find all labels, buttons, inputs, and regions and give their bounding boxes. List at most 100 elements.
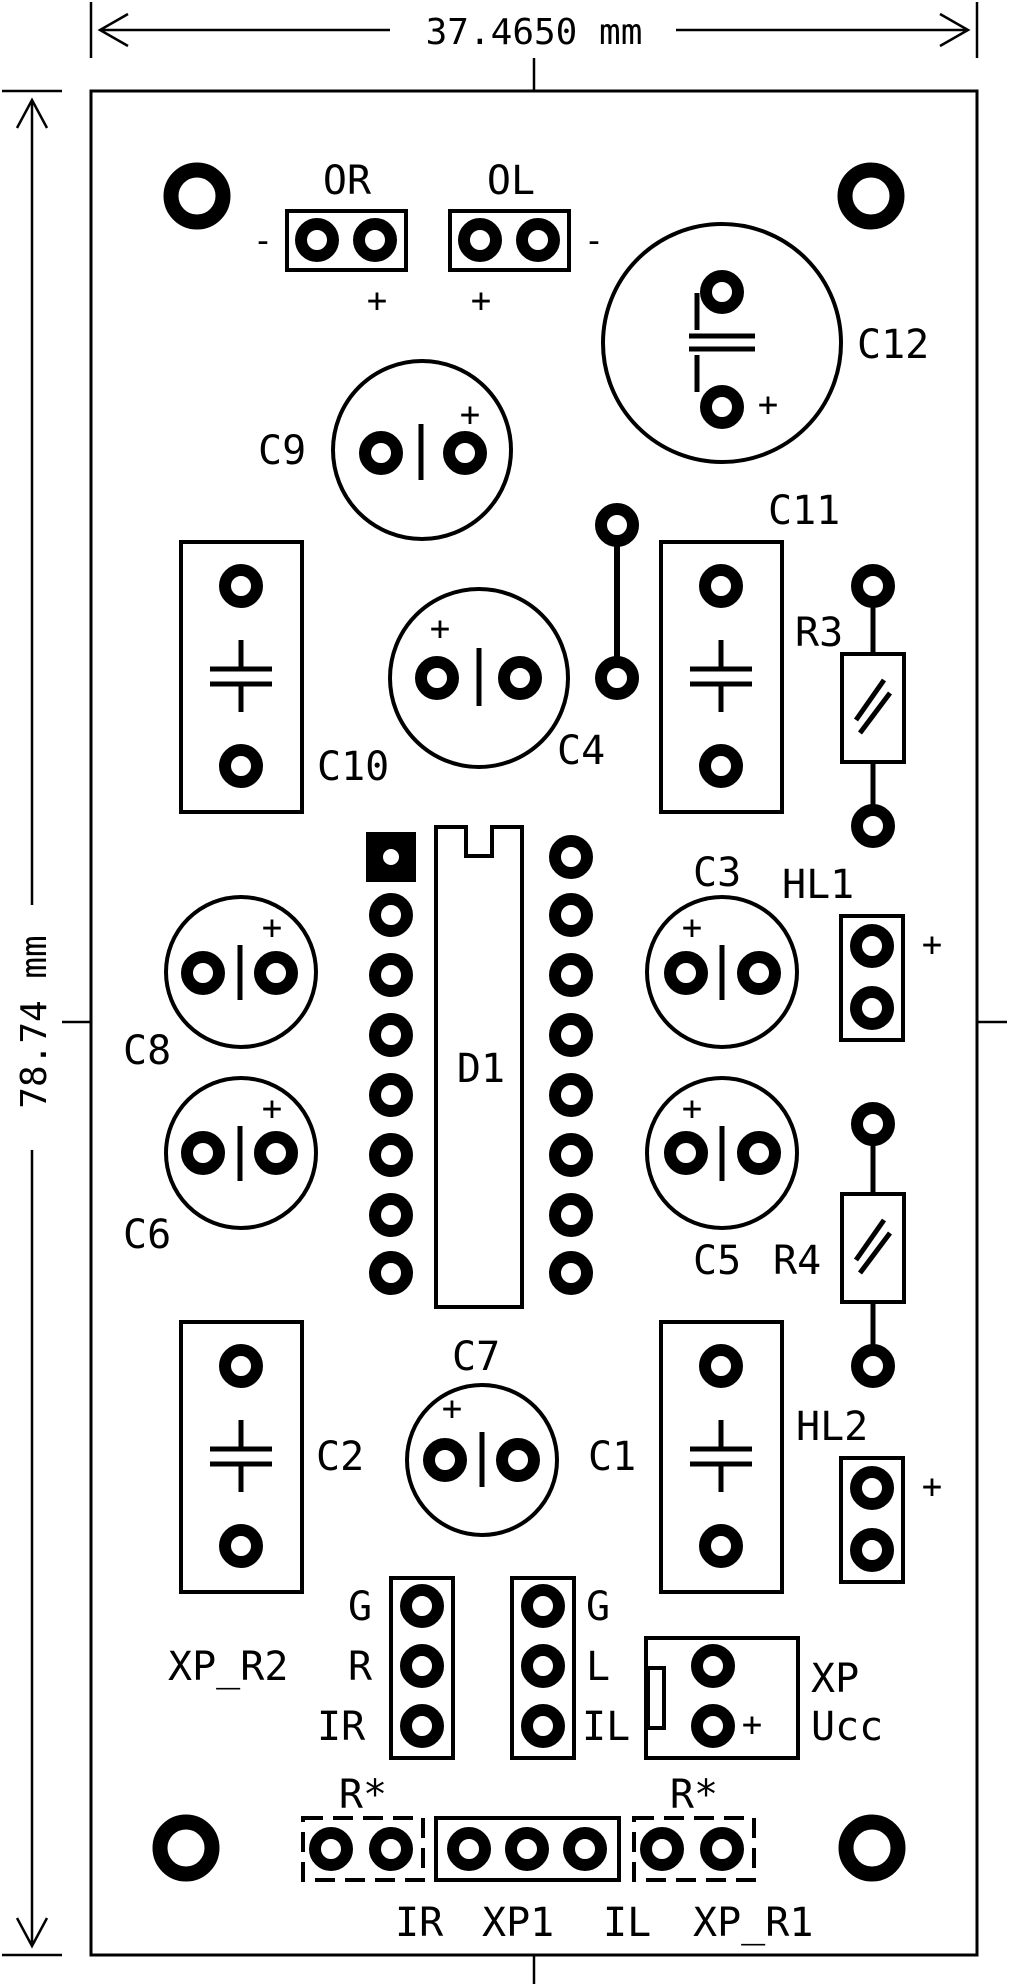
label-c1: C1 — [588, 1434, 636, 1480]
ol-minus-mark: - — [584, 221, 604, 261]
hl1-pad-2 — [850, 986, 894, 1030]
r3-pad-2 — [851, 804, 895, 848]
ol-connector-body — [448, 209, 571, 272]
r4-body — [840, 1192, 906, 1304]
c8-pad-2 — [254, 951, 298, 995]
c9-pad-1 — [359, 431, 403, 475]
xp-r2-pad-g — [400, 1584, 444, 1628]
label-xp: XP — [811, 1656, 859, 1702]
hl2-pad-2 — [850, 1528, 894, 1572]
mounting-holes — [152, 162, 906, 1882]
d1-pin-2 — [369, 893, 413, 937]
pads — [181, 218, 895, 1871]
label-xp-l-g: G — [586, 1584, 610, 1630]
c3-plus-mark: + — [682, 908, 702, 948]
xp-r2-pad-ir — [400, 1704, 444, 1748]
d1-pin-3 — [369, 953, 413, 997]
label-d1: D1 — [457, 1046, 505, 1092]
c11-body — [659, 540, 784, 814]
xp-l-pad-l — [521, 1644, 565, 1688]
c2-body — [179, 1320, 304, 1594]
c4-jumper-pad-2 — [595, 656, 639, 700]
or-connector-body — [285, 209, 408, 272]
c1-pad-1 — [699, 1344, 743, 1388]
hl2-body — [839, 1456, 905, 1584]
label-c4: C4 — [557, 728, 605, 774]
c12-plus-mark: + — [758, 385, 778, 425]
label-hl2: HL2 — [796, 1404, 868, 1450]
hl2-plus-mark: + — [922, 1467, 942, 1507]
xp-ucc-pad-1 — [691, 1644, 735, 1688]
c8-pad-1 — [181, 951, 225, 995]
or-minus-mark: - — [253, 221, 273, 261]
xp-r2-connector-body — [389, 1576, 455, 1760]
d1-pin-14 — [549, 953, 593, 997]
c10-body — [179, 540, 304, 814]
xp1-pad-3 — [563, 1827, 607, 1871]
label-c9: C9 — [258, 428, 306, 474]
width-dimension-label: 37.4650 mm — [426, 12, 643, 53]
xp1-pad-2 — [505, 1827, 549, 1871]
mounting-hole-top-right — [837, 162, 905, 230]
hl1-plus-mark: + — [922, 925, 942, 965]
c10-pad-2 — [219, 744, 263, 788]
hl1-pad-1 — [850, 924, 894, 968]
label-c5: C5 — [693, 1238, 741, 1284]
c3-body — [645, 895, 799, 1049]
xp-ucc-pad-2 — [691, 1704, 735, 1748]
r3-body — [840, 652, 906, 764]
c7-pad-1 — [423, 1438, 467, 1482]
d1-pin-11 — [549, 1133, 593, 1177]
c11-pad-2 — [699, 744, 743, 788]
c5-pad-2 — [737, 1131, 781, 1175]
label-hl1: HL1 — [782, 862, 854, 908]
d1-pin-1-hole — [383, 849, 399, 865]
c3-pad-1 — [664, 951, 708, 995]
c7-plus-mark: + — [442, 1389, 462, 1429]
c12-body — [601, 222, 843, 464]
c2-pad-1 — [219, 1344, 263, 1388]
d1-pin-5 — [369, 1073, 413, 1117]
d1-pin-4 — [369, 1013, 413, 1057]
mounting-hole-bottom-left — [152, 1814, 220, 1882]
c1-pad-2 — [699, 1524, 743, 1568]
c4-pad-1 — [415, 656, 459, 700]
c12-pad-1 — [700, 270, 744, 314]
c8-body — [164, 895, 318, 1049]
c9-pad-2 — [443, 431, 487, 475]
height-dimension-label: 78.74 mm — [14, 935, 55, 1108]
r-star-left-pad-2 — [369, 1827, 413, 1871]
c11-pad-1 — [699, 564, 743, 608]
r-star-right-body — [632, 1816, 756, 1882]
d1-pin-8 — [369, 1251, 413, 1295]
d1-pin-12 — [549, 1073, 593, 1117]
width-dimension — [89, 2, 979, 92]
label-xp-l-l: L — [586, 1644, 610, 1690]
ol-pad-1 — [458, 218, 502, 262]
c6-body — [164, 1076, 318, 1230]
label-r-star-right: R* — [670, 1772, 718, 1818]
c12-pad-2 — [700, 385, 744, 429]
mounting-hole-top-left — [163, 162, 231, 230]
label-xp1: XP1 — [482, 1900, 554, 1946]
label-xp-r2-ir: IR — [317, 1704, 366, 1750]
xp-r2-pad-r — [400, 1644, 444, 1688]
label-xp-l-il: IL — [582, 1704, 630, 1750]
xp-l-pad-g — [521, 1584, 565, 1628]
label-c6: C6 — [123, 1212, 171, 1258]
r4-pad-1 — [851, 1102, 895, 1146]
board-outline — [89, 89, 979, 1957]
c4-pad-2 — [498, 656, 542, 700]
label-ir: IR — [395, 1900, 444, 1946]
ol-pad-2 — [516, 218, 560, 262]
xp-l-pad-il — [521, 1704, 565, 1748]
label-xp-r2: XP_R2 — [168, 1644, 288, 1690]
label-c11: C11 — [768, 488, 840, 534]
r-star-left-body — [301, 1816, 425, 1882]
xp1-pad-1 — [447, 1827, 491, 1871]
hl1-body — [839, 914, 905, 1042]
c4-plus-mark: + — [430, 609, 450, 649]
mounting-hole-bottom-right — [838, 1814, 906, 1882]
reference-labels: OR OL C12 C9 C11 R3 C10 C4 C3 HL1 C8 D1 … — [123, 158, 929, 1946]
component-outlines — [164, 209, 906, 1882]
